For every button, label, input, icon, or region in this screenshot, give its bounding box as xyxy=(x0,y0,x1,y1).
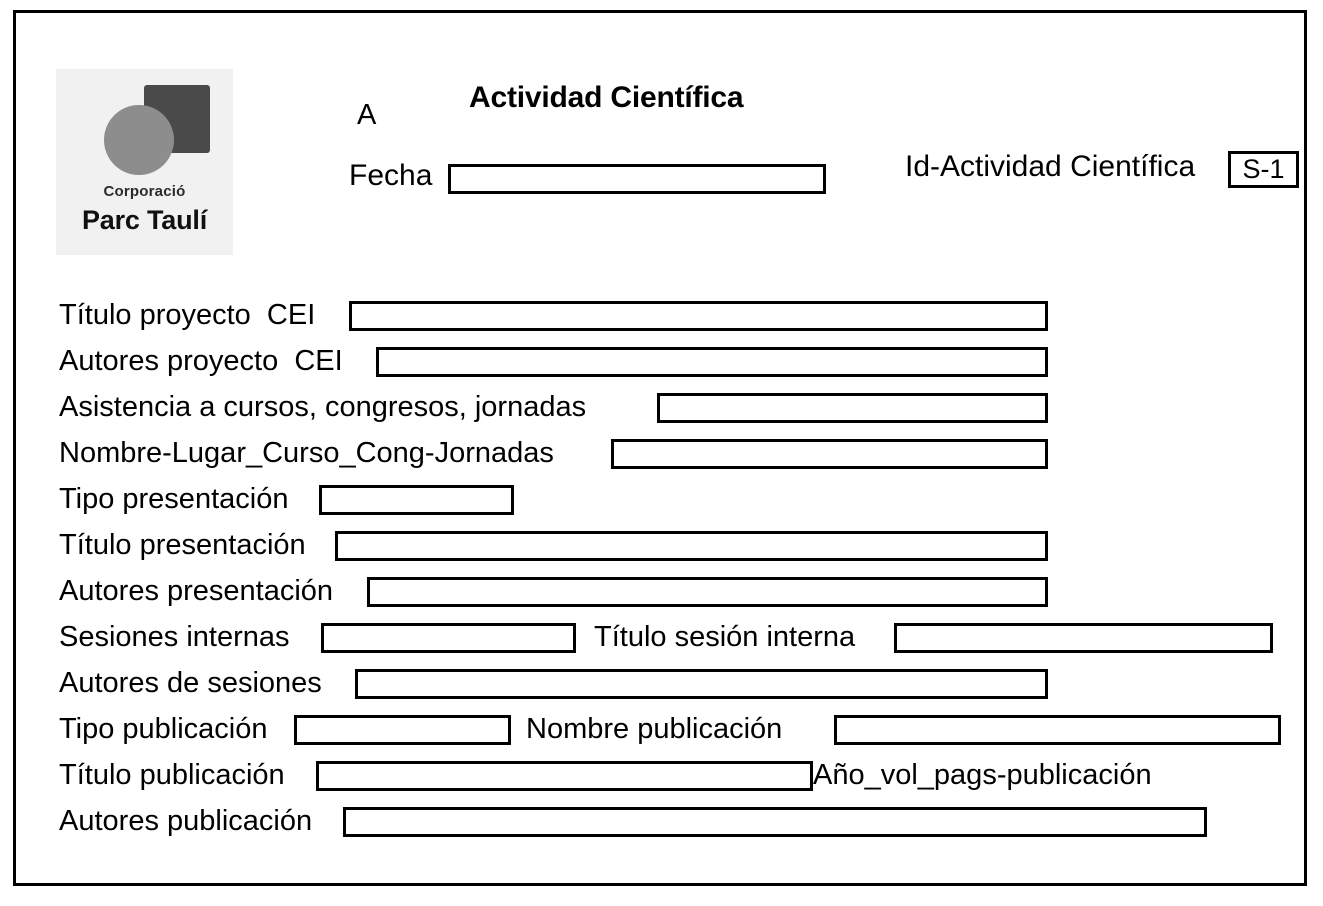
form-outer-border: Corporació Parc Taulí A Actividad Cientí… xyxy=(13,10,1307,886)
fecha-label: Fecha xyxy=(349,159,433,192)
input-titulo-publicacion[interactable] xyxy=(316,761,813,791)
label-nombre-lugar-curso-cong-jornadas: Nombre-Lugar_Curso_Cong-Jornadas xyxy=(59,437,554,469)
label-asistencia-a-cursos-congresos-jornadas: Asistencia a cursos, congresos, jornadas xyxy=(59,391,587,423)
id-actividad-cientifica-value[interactable]: S-1 xyxy=(1228,151,1299,188)
label-autores-presentacion: Autores presentación xyxy=(59,575,334,607)
label-titulo-proyecto-cei: Título proyecto CEI xyxy=(59,299,316,331)
label-sesiones-internas: Sesiones internas xyxy=(59,621,290,653)
page-title: Actividad Científica xyxy=(469,81,744,114)
input-nombre-lugar-curso-cong-jornadas[interactable] xyxy=(611,439,1048,469)
input-titulo-presentacion[interactable] xyxy=(335,531,1048,561)
input-titulo-proyecto-cei[interactable] xyxy=(349,301,1048,331)
input-nombre-publicacion[interactable] xyxy=(834,715,1281,745)
label-nombre-publicacion: Nombre publicación xyxy=(526,713,783,745)
label-autores-de-sesiones: Autores de sesiones xyxy=(59,667,322,699)
input-tipo-presentacion[interactable] xyxy=(319,485,514,515)
input-autores-publicacion[interactable] xyxy=(343,807,1207,837)
logo-circle-shape xyxy=(104,105,174,175)
input-asistencia-a-cursos-congresos-jornadas[interactable] xyxy=(657,393,1048,423)
input-titulo-sesion-interna[interactable] xyxy=(894,623,1273,653)
input-autores-de-sesiones[interactable] xyxy=(355,669,1048,699)
label-titulo-sesion-interna: Título sesión interna xyxy=(594,621,856,653)
label-tipo-publicacion: Tipo publicación xyxy=(59,713,268,745)
label-autores-publicacion: Autores publicación xyxy=(59,805,313,837)
input-tipo-publicacion[interactable] xyxy=(294,715,511,745)
label-tipo-presentacion: Tipo presentación xyxy=(59,483,289,515)
input-autores-presentacion[interactable] xyxy=(367,577,1048,607)
input-autores-proyecto-cei[interactable] xyxy=(376,347,1048,377)
id-actividad-cientifica-label: Id-Actividad Científica xyxy=(905,150,1196,183)
parc-tauli-logo: Corporació Parc Taulí xyxy=(56,69,233,255)
logo-mark-icon xyxy=(56,69,233,187)
fecha-input[interactable] xyxy=(448,164,826,194)
label-titulo-presentacion: Título presentación xyxy=(59,529,306,561)
label-ano-vol-pags-publicacion: Año_vol_pags-publicación xyxy=(813,759,1152,791)
logo-corporacio-text: Corporació xyxy=(103,183,186,200)
logo-parc-tauli-text: Parc Taulí xyxy=(81,205,208,235)
label-titulo-publicacion: Título publicación xyxy=(59,759,285,791)
input-sesiones-internas[interactable] xyxy=(321,623,576,653)
label-autores-proyecto-cei: Autores proyecto CEI xyxy=(59,345,343,377)
section-letter: A xyxy=(357,99,377,131)
